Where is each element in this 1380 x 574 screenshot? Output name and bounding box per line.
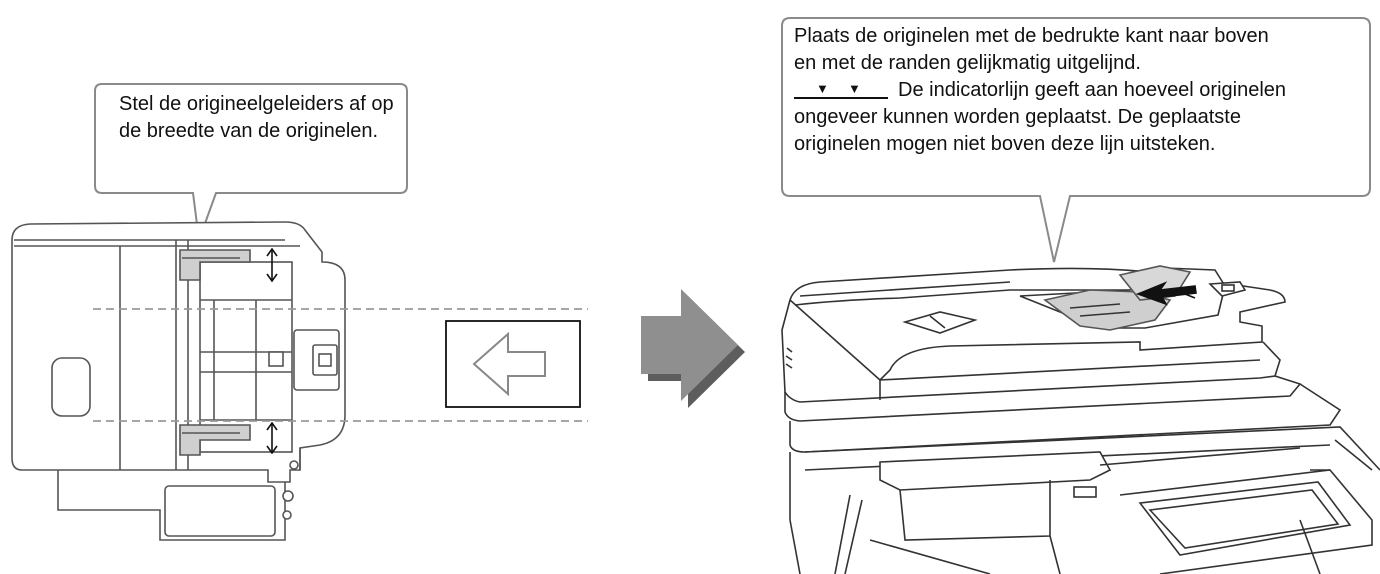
callout-right-bubble bbox=[781, 17, 1371, 263]
callout-right-indicator-text: De indicatorlijn geeft aan hoeveel origi… bbox=[898, 79, 1287, 101]
callout-right-line-1: Plaats de originelen met de bedrukte kan… bbox=[794, 25, 1269, 47]
callout-right-line-5: originelen mogen niet boven deze lijn ui… bbox=[794, 133, 1216, 155]
guide-dashed-lines bbox=[93, 308, 588, 422]
callout-left-bubble bbox=[94, 83, 408, 241]
callout-right-line-3: ▼▼ De indicatorlijn geeft aan hoeveel or… bbox=[794, 77, 1354, 104]
feed-direction-arrow bbox=[1135, 281, 1197, 306]
feeder-top-view bbox=[11, 221, 346, 541]
left-arrow-icon bbox=[472, 331, 546, 397]
callout-right-line-2: en met de randen gelijkmatig uitgelijnd. bbox=[794, 52, 1141, 74]
copier-illustration bbox=[781, 265, 1380, 574]
callout-right-text: Plaats de originelen met de bedrukte kan… bbox=[794, 23, 1354, 158]
right-arrow-icon bbox=[641, 289, 745, 408]
callout-right-line-4: ongeveer kunnen worden geplaatst. De gep… bbox=[794, 106, 1241, 128]
callout-left-text: Stel de origineelgeleiders af op de bree… bbox=[119, 93, 394, 142]
indicator-line-triangles-icon: ▼▼ bbox=[794, 79, 892, 99]
